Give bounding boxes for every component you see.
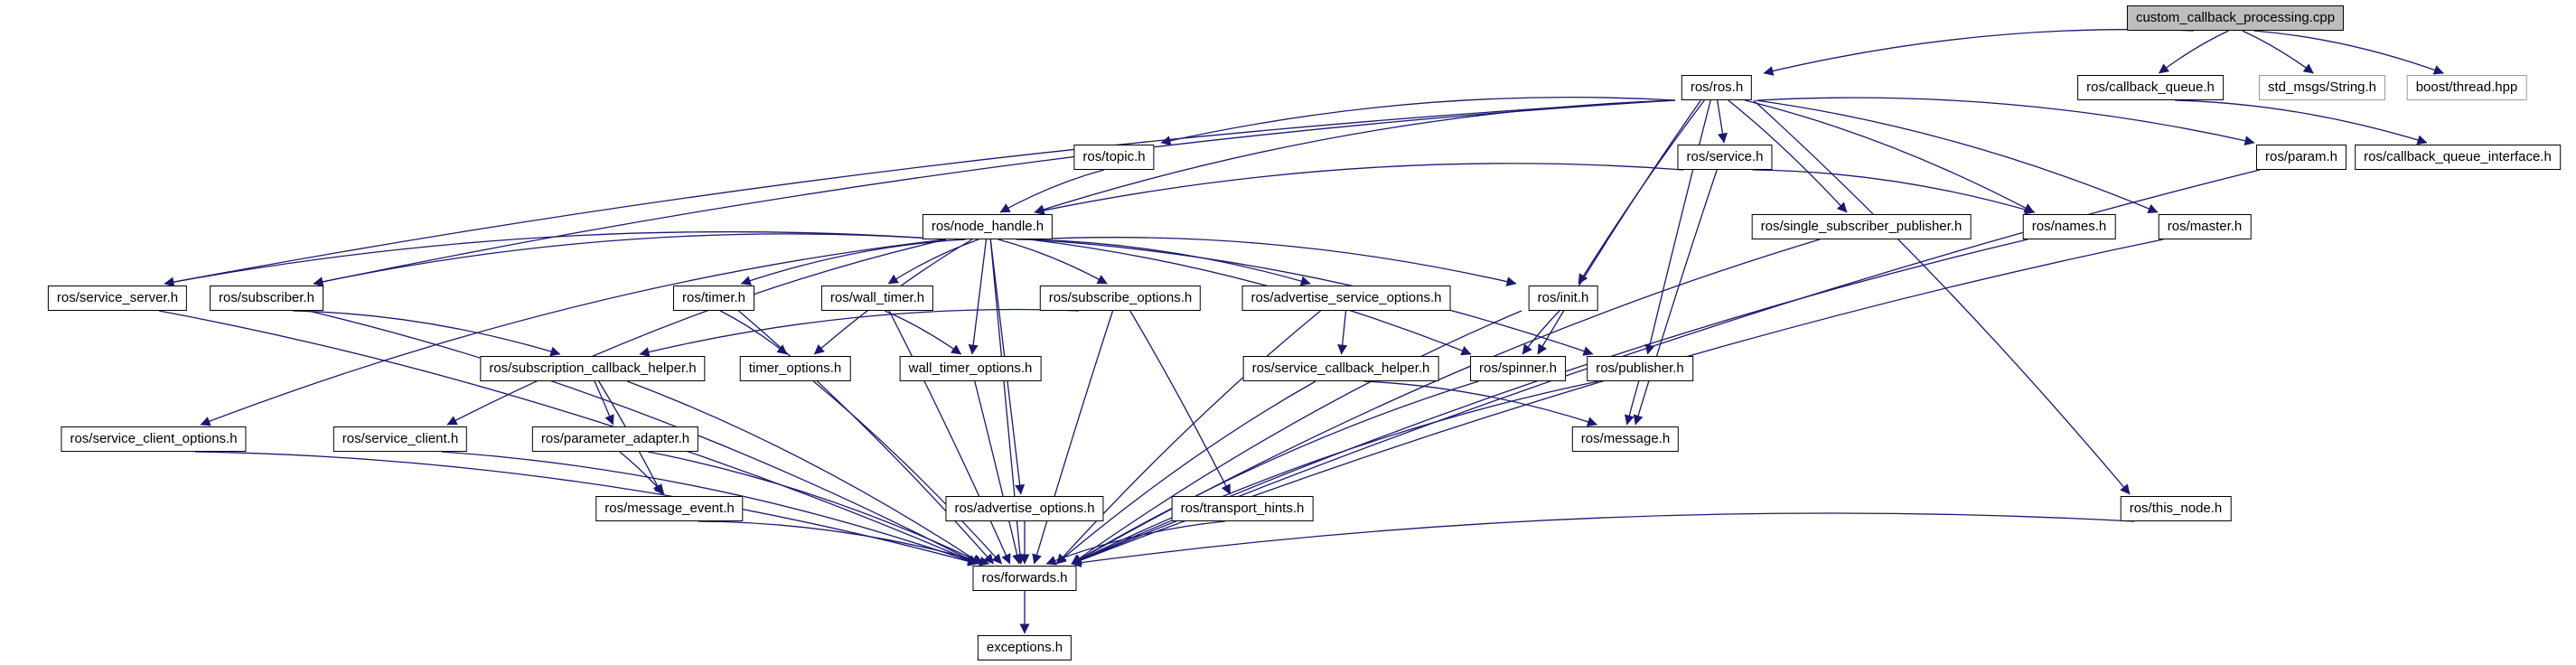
graph-edge-ros-ros-h--ros-this-node-h [1753, 99, 2131, 495]
graph-node-ros-service-h[interactable]: ros/service.h [1677, 145, 1773, 170]
graph-node-ros-advertise-options-h[interactable]: ros/advertise_options.h [945, 496, 1104, 521]
graph-node-ros-subscribe-options-h[interactable]: ros/subscribe_options.h [1039, 286, 1202, 311]
graph-edge-ros-node-handle-h--ros-service-client-h [446, 239, 947, 426]
graph-edge-ros-node-handle-h--ros-service-server-h [164, 230, 947, 287]
graph-edge-ros-service-server-h--ros-forwards-h [158, 310, 979, 565]
graph-node-ros-names-h[interactable]: ros/names.h [2022, 214, 2116, 239]
graph-edge-timer-options-h--ros-forwards-h [812, 380, 1003, 565]
graph-node-exceptions-h[interactable]: exceptions.h [977, 635, 1073, 660]
graph-edge-ros-node-handle-h--wall-timer-options-h [968, 239, 988, 355]
graph-edge-ros-subscriber-h--ros-subscription-callback-helper-h [292, 310, 561, 357]
graph-edge-ros-ros-h--ros-param-h [1757, 97, 2255, 146]
graph-edge-custom-callback-processing-cpp--ros-callback-queue-h [2158, 30, 2229, 74]
graph-edge-ros-service-h--ros-message-h [1633, 169, 1718, 426]
graph-edge-custom-callback-processing-cpp--boost-thread-hpp [2253, 30, 2444, 75]
graph-node-ros-timer-h[interactable]: ros/timer.h [672, 286, 755, 311]
graph-node-timer-options-h[interactable]: timer_options.h [739, 356, 851, 381]
graph-node-wall-timer-options-h[interactable]: wall_timer_options.h [899, 356, 1042, 381]
graph-edge-ros-subscribe-options-h--ros-transport-hints-h [1129, 310, 1232, 495]
graph-node-ros-transport-hints-h[interactable]: ros/transport_hints.h [1171, 496, 1314, 521]
graph-node-ros-callback-queue-h[interactable]: ros/callback_queue.h [2077, 75, 2224, 100]
graph-edge-ros-node-handle-h--ros-publisher-h [1028, 239, 1594, 356]
graph-node-ros-init-h[interactable]: ros/init.h [1528, 286, 1598, 311]
graph-edge-ros-ros-h--ros-service-server-h [164, 99, 1676, 287]
graph-edge-ros-ros-h--ros-master-h [1756, 99, 2159, 214]
graph-node-ros-advertise-service-options-h[interactable]: ros/advertise_service_options.h [1241, 286, 1451, 311]
graph-edge-ros-publisher-h--ros-message-h [1624, 380, 1640, 426]
graph-edge-ros-advertise-service-options-h--ros-forwards-h [1056, 310, 1321, 565]
graph-node-ros-master-h[interactable]: ros/master.h [2158, 214, 2252, 239]
graph-edge-ros-node-handle-h--ros-subscriber-h [313, 233, 947, 287]
graph-node-ros-topic-h[interactable]: ros/topic.h [1073, 145, 1155, 170]
graph-edge-ros-ros-h--ros-publisher-h [1644, 99, 1711, 355]
graph-node-ros-spinner-h[interactable]: ros/spinner.h [1470, 356, 1566, 381]
graph-edge-ros-ros-h--ros-subscriber-h [313, 99, 1676, 287]
graph-node-ros-node-handle-h[interactable]: ros/node_handle.h [922, 214, 1054, 239]
graph-node-std-msgs-string-h[interactable]: std_msgs/String.h [2258, 75, 2386, 100]
graph-edge-ros-ros-h--ros-spinner-h [1537, 99, 1701, 355]
graph-node-ros-callback-queue-interface-h[interactable]: ros/callback_queue_interface.h [2355, 145, 2561, 170]
graph-node-ros-ros-h[interactable]: ros/ros.h [1681, 75, 1753, 100]
graph-edge-ros-timer-h--timer-options-h [719, 310, 788, 355]
graph-edge-ros-init-h--ros-spinner-h [1522, 310, 1560, 355]
graph-edge-ros-ros-h--ros-names-h [1745, 99, 2035, 213]
graph-edge-ros-service-callback-helper-h--ros-message-h [1363, 380, 1598, 427]
graph-edge-ros-ros-h--ros-service-h [1717, 99, 1728, 144]
graph-edge-wall-timer-options-h--ros-forwards-h [974, 380, 1022, 565]
graph-edge-ros-parameter-adapter-h--ros-forwards-h [648, 451, 985, 565]
graph-node-ros-wall-timer-h[interactable]: ros/wall_timer.h [820, 286, 934, 311]
graph-node-boost-thread-hpp[interactable]: boost/thread.hpp [2406, 75, 2527, 100]
graph-edge-ros-topic-h--ros-node-handle-h [999, 169, 1104, 213]
graph-edge-ros-parameter-adapter-h--ros-message-event-h [619, 451, 665, 495]
graph-edge-ros-node-handle-h--ros-wall-timer-h [887, 239, 979, 285]
graph-edge-ros-transport-hints-h--ros-forwards-h [1045, 520, 1225, 566]
graph-node-ros-forwards-h[interactable]: ros/forwards.h [972, 566, 1077, 591]
graph-node-custom-callback-processing-cpp[interactable]: custom_callback_processing.cpp [2126, 5, 2345, 31]
graph-node-ros-service-server-h[interactable]: ros/service_server.h [47, 286, 188, 311]
graph-edge-ros-subscription-callback-helper-h--ros-forwards-h [627, 380, 982, 565]
graph-edge-ros-ros-h--ros-topic-h [1160, 97, 1676, 146]
graph-node-ros-service-client-options-h[interactable]: ros/service_client_options.h [61, 426, 247, 452]
graph-node-ros-message-h[interactable]: ros/message.h [1571, 426, 1680, 452]
graph-edge-custom-callback-processing-cpp--std-msgs-string-h [2242, 30, 2314, 74]
graph-edge-ros-wall-timer-h--ros-forwards-h [888, 310, 1011, 565]
graph-edge-ros-this-node-h--ros-forwards-h [1071, 512, 2135, 568]
graph-edge-ros-spinner-h--ros-forwards-h [1071, 380, 1479, 565]
graph-node-ros-param-h[interactable]: ros/param.h [2255, 145, 2347, 170]
graph-edge-ros-node-handle-h--ros-spinner-h [1028, 239, 1472, 356]
graph-edge-ros-node-handle-h--ros-service-client-options-h [200, 239, 947, 426]
graph-edge-ros-advertise-service-options-h--ros-service-callback-helper-h [1337, 310, 1348, 355]
graph-edge-ros-service-callback-helper-h--ros-forwards-h [1055, 380, 1316, 565]
graph-edge-ros-subscribe-options-h--ros-subscription-callback-helper-h [639, 308, 1080, 357]
graph-edge-ros-timer-h--ros-forwards-h [738, 310, 995, 565]
graph-node-ros-publisher-h[interactable]: ros/publisher.h [1587, 356, 1693, 381]
graph-node-ros-single-subscriber-publisher-h[interactable]: ros/single_subscriber_publisher.h [1751, 214, 1972, 239]
graph-node-ros-parameter-adapter-h[interactable]: ros/parameter_adapter.h [531, 426, 699, 452]
graph-node-ros-this-node-h[interactable]: ros/this_node.h [2120, 496, 2232, 521]
graph-edge-ros-init-h--ros-forwards-h [1071, 310, 1522, 565]
graph-node-ros-subscriber-h[interactable]: ros/subscriber.h [210, 286, 323, 311]
graph-edge-ros-service-h--ros-node-handle-h [1034, 163, 1684, 216]
graph-edge-ros-node-handle-h--ros-init-h [1028, 237, 1517, 287]
graph-edge-ros-ros-h--ros-single-subscriber-publisher-h [1728, 99, 1848, 213]
graph-edge-ros-node-handle-h--ros-subscribe-options-h [998, 239, 1108, 285]
graph-node-ros-message-event-h[interactable]: ros/message_event.h [595, 496, 744, 521]
graph-node-ros-service-callback-helper-h[interactable]: ros/service_callback_helper.h [1242, 356, 1439, 381]
graph-edge-ros-service-h--ros-names-h [1752, 169, 2036, 215]
graph-edge-ros-node-handle-h--ros-advertise-service-options-h [1016, 239, 1311, 286]
graph-node-ros-subscription-callback-helper-h[interactable]: ros/subscription_callback_helper.h [480, 356, 706, 381]
graph-edge-ros-subscriber-h--ros-forwards-h [307, 310, 979, 565]
graph-edge-ros-service-client-h--ros-forwards-h [441, 451, 979, 566]
graph-node-ros-service-client-h[interactable]: ros/service_client.h [333, 426, 468, 452]
graph-edge-ros-subscribe-options-h--ros-forwards-h [1032, 310, 1114, 565]
graph-edge-ros-callback-queue-h--ros-callback-queue-interface-h [2175, 99, 2428, 145]
graph-edge-ros-message-event-h--ros-forwards-h [698, 520, 990, 567]
graph-edge-ros-subscription-callback-helper-h--ros-parameter-adapter-h [594, 380, 614, 426]
graph-edge-ros-publisher-h--ros-forwards-h [1071, 380, 1599, 565]
